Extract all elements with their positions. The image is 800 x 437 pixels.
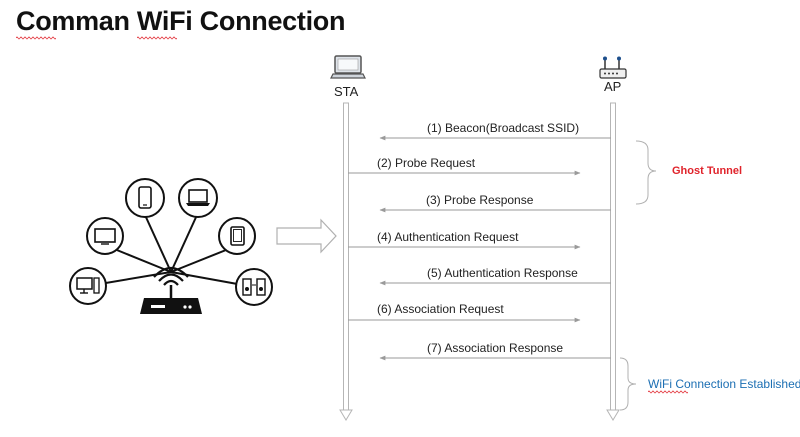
sta-label: STA (334, 84, 359, 99)
wifi-hub-icon (140, 266, 202, 314)
ap-lifeline (606, 102, 620, 421)
title-word-3: Connection (199, 6, 346, 36)
device-cluster (69, 178, 273, 314)
message-label-5: (5) Authentication Response (427, 266, 578, 280)
page-title: Comman WiFi Connection (16, 6, 346, 40)
ghost-tunnel-label: Ghost Tunnel (672, 165, 743, 177)
title-word-1: Comman (16, 6, 130, 40)
tablet-icon (218, 217, 256, 255)
message-label-3: (3) Probe Response (426, 193, 534, 207)
ghost-tunnel-brace (635, 140, 657, 205)
tv-icon (86, 217, 124, 255)
title-word-2: WiFi (136, 6, 193, 40)
message-label-6: (6) Association Request (377, 302, 504, 316)
desktop-icon (69, 267, 107, 305)
router-icon (599, 56, 627, 79)
phone-icon (125, 178, 165, 218)
message-label-4: (4) Authentication Request (377, 230, 519, 244)
connection-established-label: WiFi Connection Established (648, 377, 800, 394)
sta-lifeline (339, 102, 353, 421)
message-label-7: (7) Association Response (427, 341, 564, 355)
ap-label: AP (604, 79, 622, 94)
message-label-2: (2) Probe Request (377, 156, 476, 170)
right-arrow-icon (276, 218, 337, 254)
speaker-icon (235, 268, 273, 306)
message-label-1: (1) Beacon(Broadcast SSID) (427, 121, 580, 135)
laptop-device-icon (178, 178, 218, 218)
laptop-icon (330, 55, 366, 79)
established-brace (619, 357, 637, 411)
